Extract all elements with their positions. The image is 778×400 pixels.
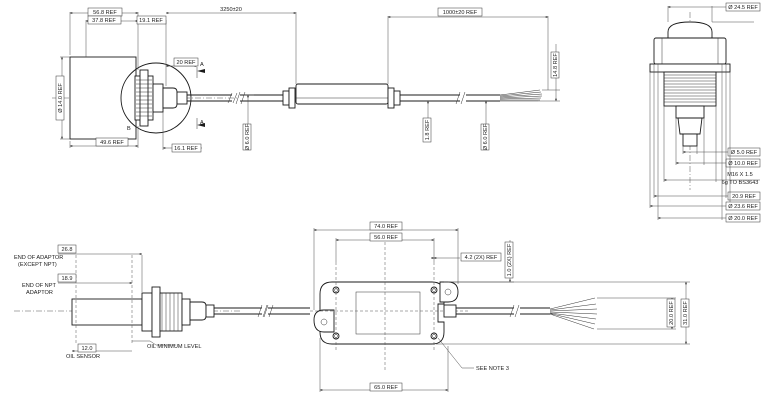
dim-14-8: 14.8 REF <box>553 53 559 77</box>
dim-dia-5-0: Ø 5.0 REF <box>731 150 758 156</box>
dim-m16-standard: 6g TO BS3643 <box>722 180 759 186</box>
label-except-npt: (EXCEPT NPT) <box>18 262 57 268</box>
dim-dia-10-0: Ø 10.0 REF <box>728 161 758 167</box>
label-see-note-3: SEE NOTE 3 <box>476 366 509 372</box>
dim-56-8: 56.8 REF <box>93 10 117 16</box>
dim-3250: 3250±20 <box>220 7 242 13</box>
dim-19-1: 19.1 REF <box>139 18 163 24</box>
label-end-of-adaptor: END OF ADAPTOR <box>14 255 63 261</box>
section-mark-a-bottom: A <box>200 120 204 126</box>
junction-box-plan-view: 74.0 REF 56.0 REF 4.2 (2X) REF 1.0 (2X) … <box>263 221 690 392</box>
dim-20-9: 20.9 REF <box>732 194 756 200</box>
dim-56-0: 56.0 REF <box>374 235 398 241</box>
dim-18-9: 18.9 <box>62 276 73 282</box>
dim-37-8: 37.8 REF <box>92 18 116 24</box>
adaptor-end-view: Ø 24.5 REF Ø 5.0 REF Ø 10.0 REF M16 X 1.… <box>649 2 761 223</box>
top-sensor-side-view: A A B 56.8 REF 37.8 REF 19.1 REF 3250±20… <box>52 7 297 153</box>
dim-74-0: 74.0 REF <box>374 224 398 230</box>
label-oil-minimum-level: OIL MINIMUM LEVEL <box>147 344 202 350</box>
dim-4-2-2x: 4.2 (2X) REF <box>465 255 498 261</box>
label-adaptor: ADAPTOR <box>26 290 53 296</box>
top-cable-junction-view: 1000±20 REF 14.8 REF Ø 6.0 REF 1.8 REF Ø… <box>235 7 560 151</box>
dim-26-8: 26.8 <box>62 247 73 253</box>
label-end-of-npt: END OF NPT <box>22 283 56 289</box>
dim-65-0: 65.0 REF <box>374 385 398 391</box>
dim-31-0: 31.0 REF <box>683 301 689 325</box>
junction-box <box>295 83 389 105</box>
dim-dia-14-0: Ø 14.0 REF <box>58 83 64 113</box>
dim-dia-6-0-left: Ø 6.0 REF <box>245 123 251 150</box>
dim-dia-24-5: Ø 24.5 REF <box>728 5 758 11</box>
section-mark-b: B <box>127 126 131 132</box>
dim-1000: 1000±20 REF <box>443 10 478 16</box>
section-mark-a-top: A <box>200 62 204 68</box>
dim-m16-thread: M16 X 1.5 <box>727 172 753 178</box>
dim-20-0: 20.0 REF <box>669 301 675 325</box>
dim-49-6: 49.6 REF <box>100 140 124 146</box>
detail-circle <box>120 62 192 134</box>
dim-dia-23-6: Ø 23.6 REF <box>728 204 758 210</box>
dim-dia-20-0: Ø 20.0 REF <box>728 216 758 222</box>
label-oil-sensor: OIL SENSOR <box>66 354 100 360</box>
dim-16-1: 16.1 REF <box>174 146 198 152</box>
dim-1-8: 1.8 REF <box>425 119 431 140</box>
dim-dia-6-0-right: Ø 6.0 REF <box>483 123 489 150</box>
dim-1-0-2x: 1.0 (2X) REF <box>507 243 513 276</box>
dim-12-0: 12.0 <box>82 346 93 352</box>
bottom-sensor-side-view: 26.8 END OF ADAPTOR (EXCEPT NPT) 18.9 EN… <box>14 244 268 360</box>
dim-20-ref: 20 REF <box>177 60 197 66</box>
